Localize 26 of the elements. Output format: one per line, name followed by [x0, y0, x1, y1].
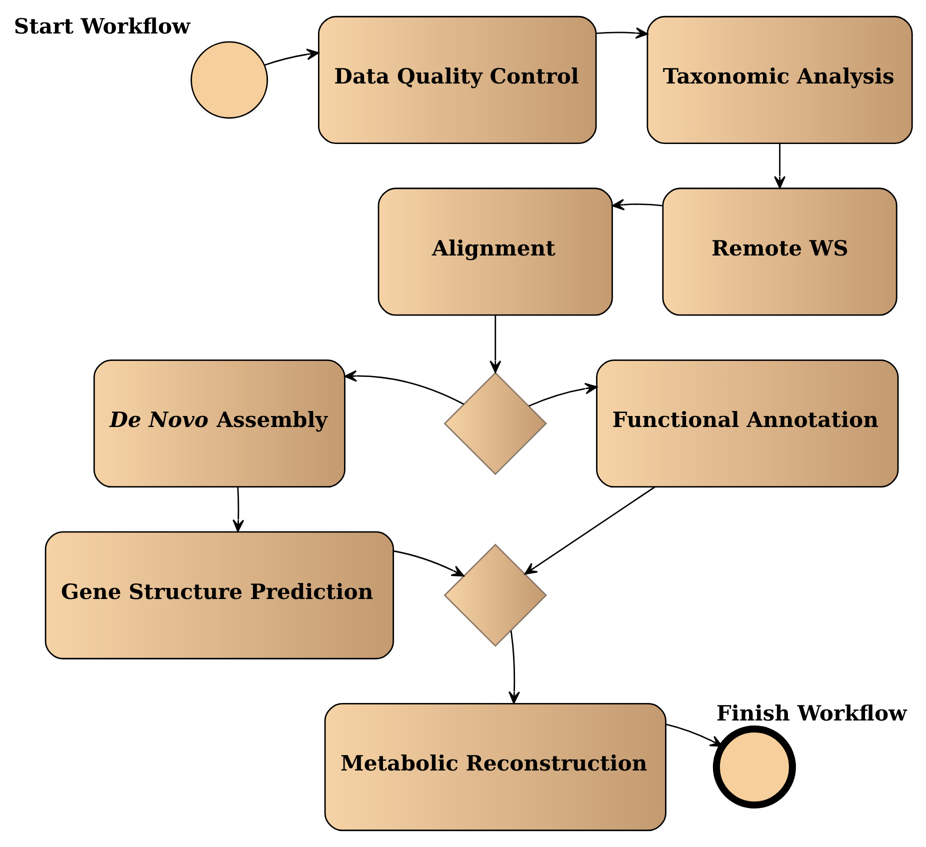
node-diamond: [444, 372, 548, 476]
node-box: Data Quality Control: [318, 16, 597, 144]
node-box: Remote WS: [662, 188, 898, 316]
node-box: Gene Structure Prediction: [44, 531, 394, 660]
arrow: [393, 550, 464, 577]
node-box: Functional Annotation: [596, 359, 899, 488]
arrow: [774, 143, 786, 189]
arrow: [264, 48, 320, 66]
arrow: [524, 486, 656, 575]
node-circle: [190, 41, 268, 119]
arrow: [508, 630, 520, 704]
node-label: Start Workflow: [14, 14, 190, 39]
node-box: Taxonomic Analysis: [646, 16, 913, 144]
node-label: Finish Workflow: [716, 700, 907, 726]
arrow: [490, 315, 502, 373]
arrow: [612, 198, 663, 210]
node-box: Alignment: [378, 188, 613, 316]
node-box: Metabolic Reconstruction: [324, 702, 666, 832]
arrow: [232, 486, 244, 532]
arrow: [666, 724, 723, 747]
arrow: [596, 27, 648, 39]
node-diamond: [444, 544, 548, 647]
arrow: [344, 370, 464, 405]
node-box: De Novo Assembly: [93, 359, 346, 488]
node-circle: [712, 725, 796, 809]
arrow: [528, 382, 598, 407]
